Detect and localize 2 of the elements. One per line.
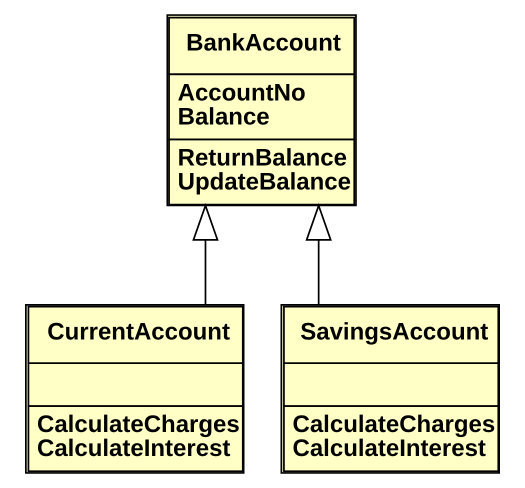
arrow — [305, 202, 332, 305]
arrow — [192, 202, 219, 305]
